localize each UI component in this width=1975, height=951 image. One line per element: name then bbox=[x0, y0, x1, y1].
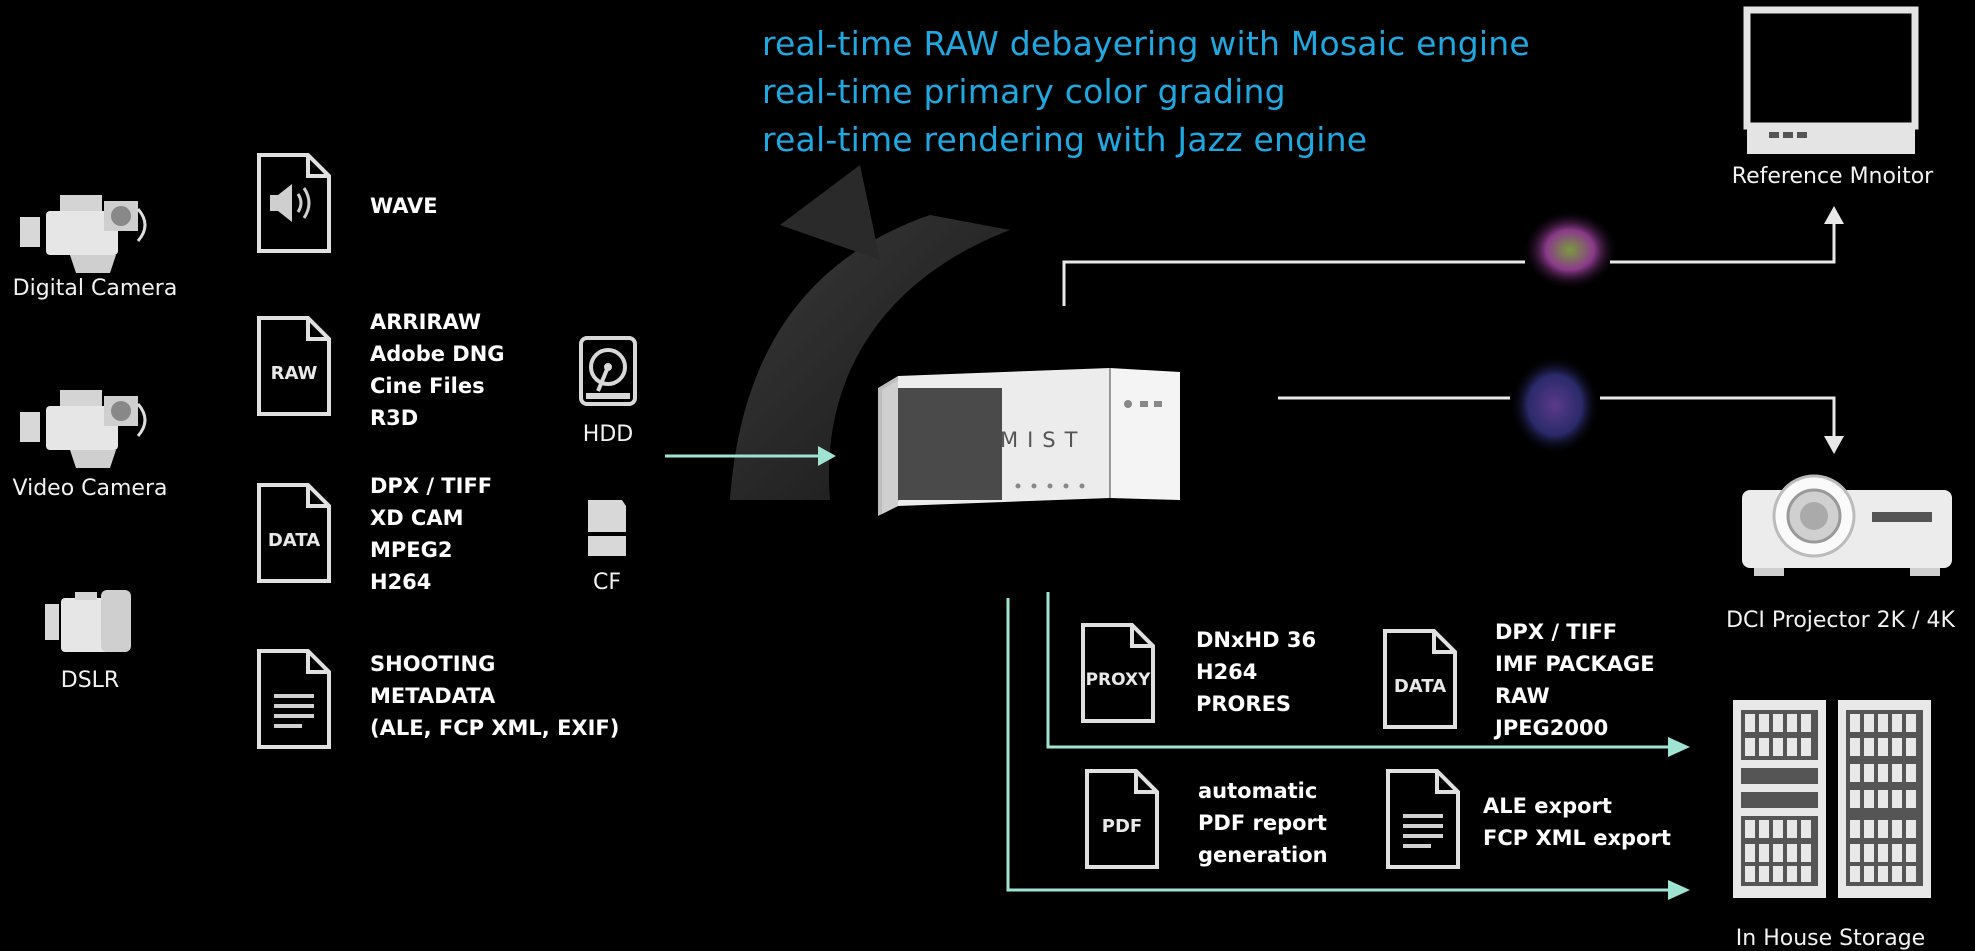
hdd-label: HDD bbox=[582, 422, 634, 447]
dslr-icon bbox=[45, 590, 131, 652]
format-item: DPX / TIFF bbox=[370, 474, 493, 498]
raw-format-list: ARRIRAW Adobe DNG Cine Files R3D bbox=[370, 306, 505, 434]
format-item: H264 bbox=[1196, 660, 1258, 684]
raw-doc-label: RAW bbox=[270, 363, 318, 384]
color-prism-bottom bbox=[1510, 355, 1600, 455]
format-item: PDF report bbox=[1198, 811, 1327, 835]
data-format-list: DPX / TIFF XD CAM MPEG2 H264 bbox=[370, 470, 492, 598]
storage-rack-icon bbox=[1733, 700, 1931, 898]
color-prism-top bbox=[1522, 210, 1618, 290]
projector-connector bbox=[1278, 396, 1836, 438]
mist-device-label: MIST bbox=[1000, 428, 1087, 452]
format-item: FCP XML export bbox=[1483, 826, 1671, 850]
data-doc-label: DATA bbox=[267, 530, 321, 551]
cf-card-icon bbox=[588, 500, 626, 556]
data-output-file-icon: DATA bbox=[1382, 628, 1458, 730]
raw-file-icon: RAW bbox=[256, 315, 332, 417]
storage-label: In House Storage bbox=[1735, 926, 1926, 951]
digital-camera-icon bbox=[20, 195, 147, 273]
dslr-label: DSLR bbox=[60, 668, 120, 693]
digital-camera-label: Digital Camera bbox=[12, 276, 178, 301]
format-item: ALE export bbox=[1483, 794, 1612, 818]
proxy-doc-label: PROXY bbox=[1085, 670, 1151, 690]
wave-format-list: WAVE bbox=[370, 190, 438, 222]
proxy-file-icon: PROXY bbox=[1080, 622, 1156, 724]
data-output-format-list: DPX / TIFF IMF PACKAGE RAW JPEG2000 bbox=[1495, 616, 1655, 744]
swoosh-arrow bbox=[730, 215, 1010, 500]
format-item: PRORES bbox=[1196, 692, 1292, 716]
format-item: H264 bbox=[370, 570, 432, 594]
format-item: IMF PACKAGE bbox=[1495, 652, 1655, 676]
ale-format-list: ALE export FCP XML export bbox=[1483, 790, 1671, 854]
format-item: ARRIRAW bbox=[370, 310, 482, 334]
metadata-format-list: SHOOTING METADATA (ALE, FCP XML, EXIF) bbox=[370, 648, 619, 744]
input-arrow bbox=[665, 446, 836, 466]
metadata-document-icon bbox=[257, 649, 331, 749]
data-output-doc-label: DATA bbox=[1393, 676, 1447, 697]
ale-document-icon bbox=[1386, 769, 1460, 869]
projector-icon bbox=[1742, 474, 1952, 576]
format-item: WAVE bbox=[370, 194, 438, 218]
hdd-icon bbox=[579, 336, 637, 406]
format-item: DPX / TIFF bbox=[1495, 620, 1618, 644]
format-item: XD CAM bbox=[370, 506, 464, 530]
wave-audio-icon bbox=[257, 153, 331, 253]
format-item: (ALE, FCP XML, EXIF) bbox=[370, 716, 620, 740]
reference-monitor-label: Reference Mnoitor bbox=[1731, 164, 1934, 189]
format-item: Cine Files bbox=[370, 374, 485, 398]
storage-connectors bbox=[1006, 592, 1670, 892]
format-item: automatic bbox=[1198, 779, 1318, 803]
format-item: generation bbox=[1198, 843, 1328, 867]
tagline-debayering: real-time RAW debayering with Mosaic eng… bbox=[762, 24, 1530, 63]
format-item: R3D bbox=[370, 406, 419, 430]
monitor-connector bbox=[1062, 220, 1836, 306]
mist-device-icon bbox=[878, 368, 1180, 516]
video-camera-label: Video Camera bbox=[12, 476, 168, 501]
projector-label: DCI Projector 2K / 4K bbox=[1726, 608, 1955, 633]
reference-monitor-icon bbox=[1743, 6, 1919, 154]
tagline-rendering: real-time rendering with Jazz engine bbox=[762, 120, 1368, 159]
format-item: RAW bbox=[1495, 684, 1550, 708]
pdf-file-icon: PDF bbox=[1084, 768, 1160, 870]
format-item: MPEG2 bbox=[370, 538, 453, 562]
proxy-format-list: DNxHD 36 H264 PRORES bbox=[1196, 624, 1316, 720]
data-file-icon: DATA bbox=[256, 482, 332, 584]
video-camera-icon bbox=[20, 390, 147, 468]
pdf-doc-label: PDF bbox=[1101, 816, 1143, 837]
format-item: DNxHD 36 bbox=[1196, 628, 1317, 652]
format-item: JPEG2000 bbox=[1495, 716, 1609, 740]
format-item: SHOOTING bbox=[370, 652, 496, 676]
format-item: Adobe DNG bbox=[370, 342, 505, 366]
cf-label: CF bbox=[592, 570, 621, 595]
pdf-format-list: automatic PDF report generation bbox=[1198, 775, 1328, 871]
tagline-color-grading: real-time primary color grading bbox=[762, 72, 1286, 111]
format-item: METADATA bbox=[370, 684, 496, 708]
